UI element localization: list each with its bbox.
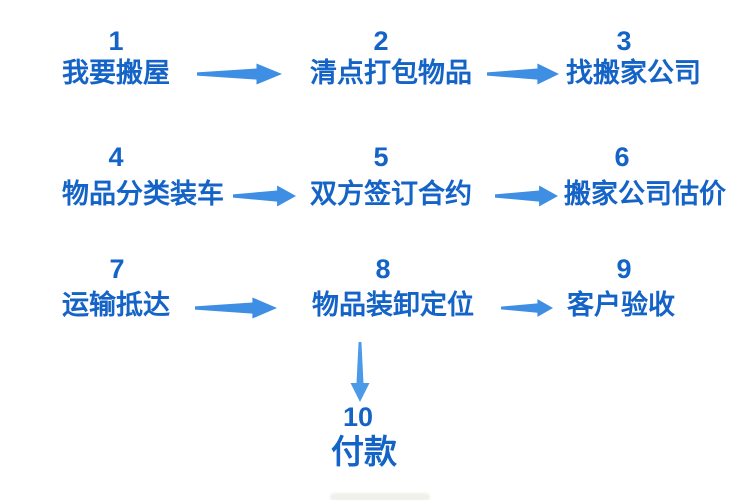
step-10-number: 10 [342, 402, 374, 432]
step-7-number: 7 [109, 254, 125, 284]
step-8-label: 物品装卸定位 [312, 290, 474, 320]
step-9-label: 客户验收 [567, 290, 675, 320]
step-9-number: 9 [616, 254, 632, 284]
step-6-label: 搬家公司估价 [564, 179, 726, 209]
right-arrow-icon [195, 297, 277, 319]
step-3-number: 3 [616, 26, 632, 56]
step-7-label: 运输抵达 [62, 290, 170, 320]
step-8-number: 8 [375, 254, 391, 284]
down-arrow-icon [350, 342, 370, 402]
step-6-number: 6 [614, 142, 630, 172]
step-1-number: 1 [108, 26, 124, 56]
step-10-label: 付款 [331, 433, 397, 470]
step-1-label: 我要搬屋 [62, 58, 170, 88]
step-3-label: 找搬家公司 [566, 58, 701, 88]
step-2-label: 清点打包物品 [310, 58, 472, 88]
step-4-label: 物品分类装车 [62, 179, 224, 209]
right-arrow-icon [487, 63, 559, 85]
right-arrow-icon [501, 299, 553, 317]
right-arrow-icon [197, 63, 282, 85]
right-arrow-icon [233, 185, 296, 207]
step-5-label: 双方签订合约 [310, 179, 472, 209]
step-4-number: 4 [108, 142, 124, 172]
step-2-number: 2 [373, 26, 389, 56]
bottom-edge-artifact [330, 493, 430, 500]
step-5-number: 5 [373, 142, 389, 172]
right-arrow-icon [495, 185, 558, 207]
